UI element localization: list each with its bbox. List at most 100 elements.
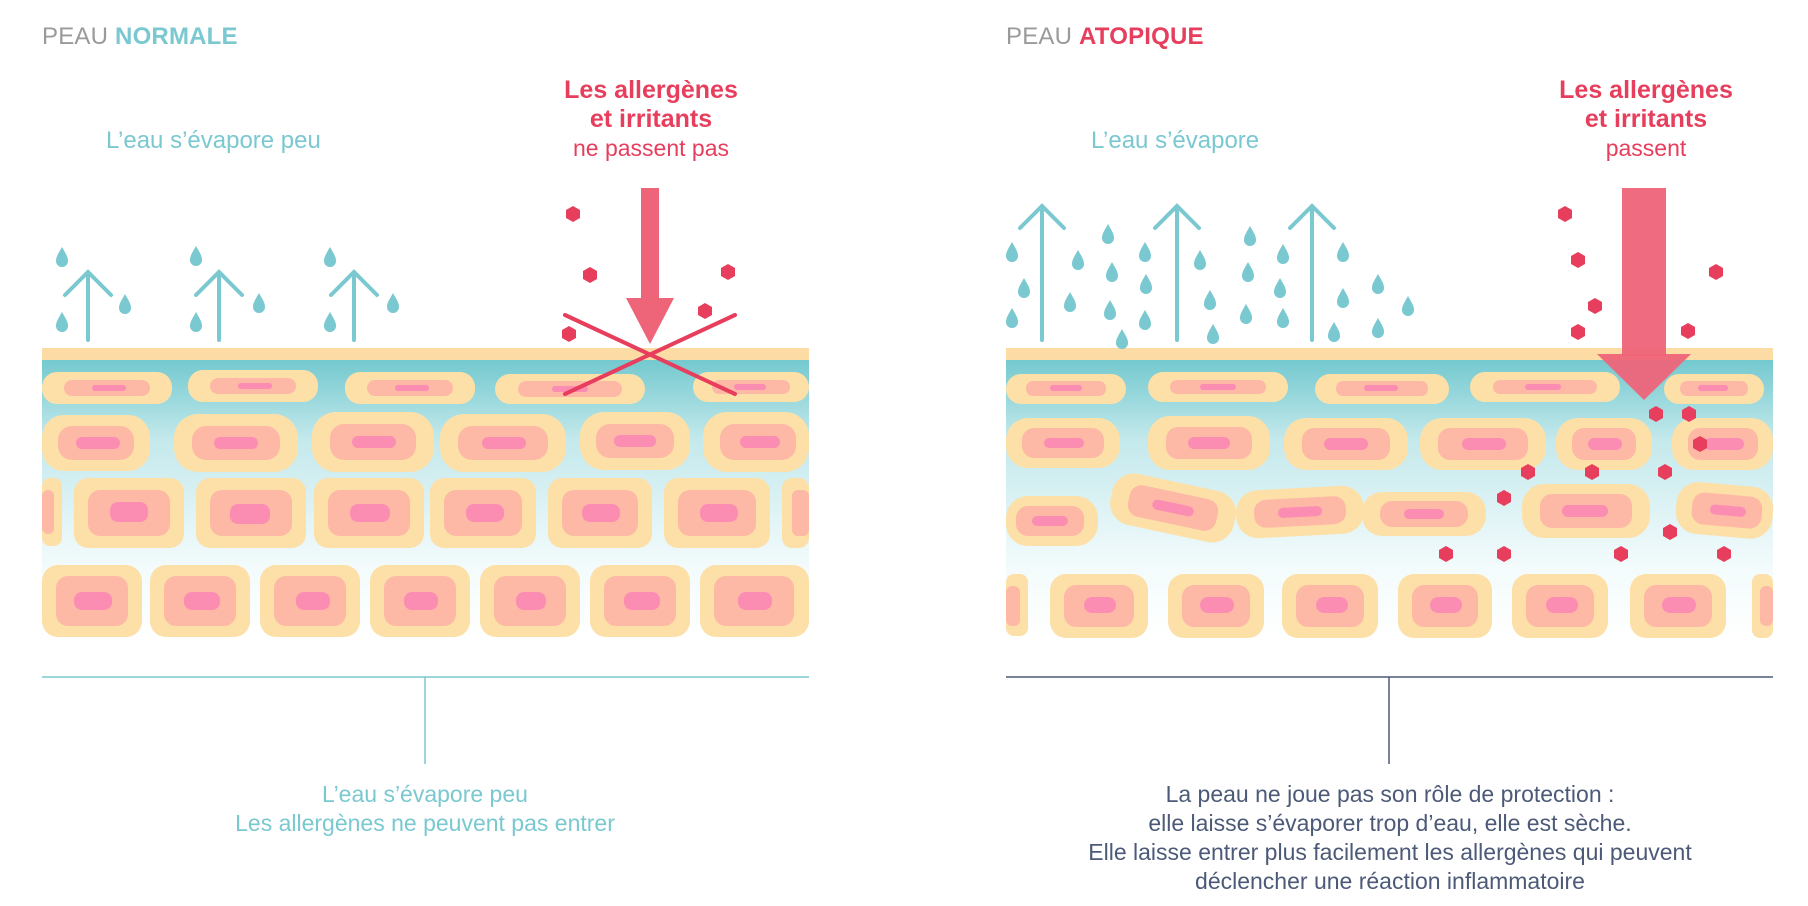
skin-cell-icon: [782, 478, 809, 548]
skin-cell-icon: [196, 478, 306, 548]
skin-cell-icon: [1315, 374, 1449, 404]
water-drop-icon: [1274, 278, 1286, 298]
allergen-hexagon-icon: [698, 303, 712, 319]
water-label-normal: L’eau s’évapore peu: [106, 127, 321, 154]
water-drop-icon: [1102, 224, 1114, 244]
skin-cell-icon: [174, 414, 298, 472]
allergen-hexagon-icon: [583, 267, 597, 283]
water-drop-icon: [119, 294, 131, 314]
allergen-hexagon-icon: [1588, 298, 1602, 314]
skin-cell-icon: [1148, 372, 1288, 402]
water-drop-icon: [1104, 300, 1116, 320]
skin-cell-icon: [42, 565, 142, 637]
water-drop-icon: [190, 312, 202, 332]
water-drop-icon: [1006, 242, 1018, 262]
allergen-hexagon-icon: [721, 264, 735, 280]
title-normal: PEAU NORMALE: [42, 23, 238, 50]
skin-cell-icon: [42, 372, 172, 404]
allergen-hexagon-icon: [566, 206, 580, 222]
skin-surface-atopic: [1006, 348, 1773, 360]
up-arrow-icon: [329, 269, 379, 342]
water-drop-icon: [1244, 226, 1256, 246]
skin-cell-icon: [312, 412, 434, 472]
skin-cell-icon: [1362, 492, 1486, 536]
skin-cell-icon: [1522, 484, 1650, 538]
water-drop-icon: [1240, 304, 1252, 324]
water-drop-icon: [1277, 244, 1289, 264]
water-evaporation-atopic: [1006, 203, 1414, 349]
skin-cell-icon: [440, 414, 566, 472]
bracket-normal: [42, 676, 809, 764]
water-drop-icon: [1018, 278, 1030, 298]
skin-cell-icon: [74, 478, 184, 548]
skin-cell-icon: [1006, 374, 1126, 404]
skin-cell-icon: [1168, 574, 1264, 638]
skin-cell-icon: [664, 478, 770, 548]
water-drop-icon: [1116, 329, 1128, 349]
skin-cell-icon: [590, 565, 690, 637]
allergen-hexagon-icon: [1571, 324, 1585, 340]
skin-cell-icon: [314, 478, 424, 548]
atopic-skin-panel: [1006, 188, 1774, 764]
water-drop-icon: [324, 312, 336, 332]
normal-skin-panel: [42, 188, 809, 764]
water-drop-icon: [1204, 290, 1216, 310]
up-arrow-icon: [1153, 203, 1201, 342]
skin-cell-icon: [1284, 418, 1408, 470]
skin-cell-icon: [1512, 574, 1608, 638]
cross-icon: [563, 313, 737, 396]
skin-cell-icon: [345, 372, 475, 404]
skin-cell-icon: [693, 372, 809, 402]
water-drop-icon: [56, 247, 68, 267]
skin-cell-icon: [1235, 485, 1365, 539]
skin-cell-icon: [150, 565, 250, 637]
skin-cell-icon: [580, 412, 690, 470]
caption-atopic: La peau ne joue pas son rôle de protecti…: [1088, 781, 1692, 894]
skin-cell-icon: [42, 415, 150, 471]
skin-cell-icon: [1672, 418, 1773, 470]
skin-cell-icon: [188, 370, 318, 402]
skin-cell-icon: [1006, 418, 1120, 468]
water-drop-icon: [1277, 308, 1289, 328]
skin-surface-normal: [42, 348, 809, 360]
skin-cell-icon: [1110, 473, 1236, 543]
water-evaporation-normal: [56, 246, 399, 342]
skin-cell-icon: [370, 565, 470, 637]
water-drop-icon: [1402, 296, 1414, 316]
water-drop-icon: [1328, 322, 1340, 342]
skin-cell-icon: [1675, 482, 1774, 539]
skin-cell-icon: [1556, 418, 1652, 470]
down-arrow-icon: [1597, 188, 1691, 400]
water-drop-icon: [1207, 324, 1219, 344]
skin-cell-icon: [495, 374, 645, 404]
skin-cell-icon: [1420, 418, 1546, 470]
skin-cell-icon: [1470, 372, 1620, 402]
skin-cell-icon: [700, 565, 809, 637]
water-label-atopic: L’eau s’évapore: [1091, 127, 1260, 154]
water-drop-icon: [1139, 242, 1151, 262]
water-drop-icon: [1140, 274, 1152, 294]
skin-cell-icon: [42, 478, 62, 546]
caption-normal: L’eau s’évapore peu Les allergènes ne pe…: [235, 781, 615, 836]
skin-cell-icon: [1148, 416, 1270, 470]
water-drop-icon: [1006, 308, 1018, 328]
skin-cells-atopic: [1006, 372, 1774, 638]
allergen-label-normal: Les allergènes et irritants ne passent p…: [564, 76, 738, 161]
skin-cell-icon: [260, 565, 360, 637]
water-drop-icon: [1242, 262, 1254, 282]
down-arrow-icon: [626, 188, 674, 344]
skin-cell-icon: [1006, 496, 1098, 546]
allergen-hexagon-icon: [1558, 206, 1572, 222]
water-drop-icon: [1337, 242, 1349, 262]
up-arrow-icon: [1018, 203, 1066, 342]
water-drop-icon: [1064, 292, 1076, 312]
skin-cell-icon: [1050, 574, 1148, 638]
allergen-hexagon-icon: [1571, 252, 1585, 268]
skin-cell-icon: [1752, 574, 1773, 638]
skin-cell-icon: [1006, 574, 1028, 636]
allergen-hexagon-icon: [1709, 264, 1723, 280]
water-drop-icon: [56, 312, 68, 332]
skin-cell-icon: [430, 478, 536, 548]
allergen-label-atopic: Les allergènes et irritants passent: [1559, 76, 1733, 161]
water-drop-icon: [190, 246, 202, 266]
